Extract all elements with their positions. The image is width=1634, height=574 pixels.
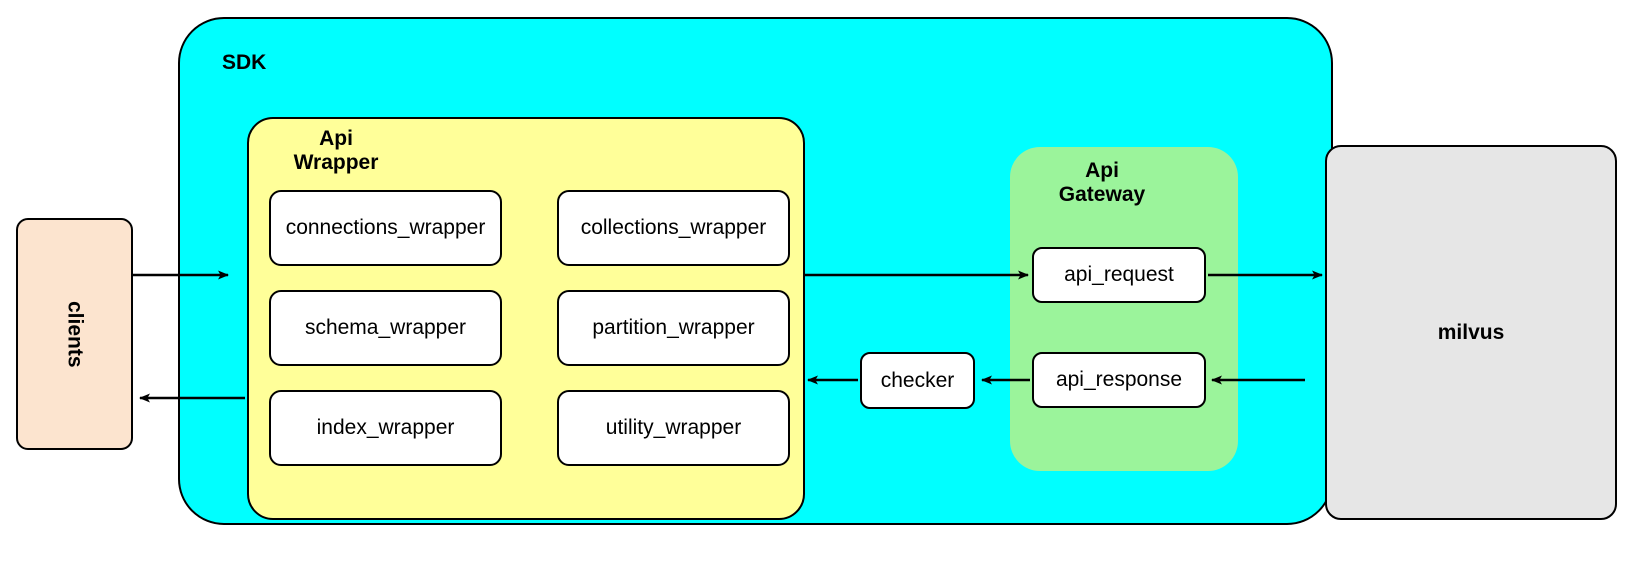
module-utility-wrapper[interactable]: utility_wrapper bbox=[557, 390, 790, 466]
sdk-title: SDK bbox=[222, 51, 267, 74]
api-wrapper-title-line1: Api bbox=[319, 127, 353, 150]
api-wrapper-title: Api Wrapper bbox=[261, 127, 411, 174]
module-connections-wrapper[interactable]: connections_wrapper bbox=[269, 190, 502, 266]
module-collections-wrapper[interactable]: collections_wrapper bbox=[557, 190, 790, 266]
api-request-node[interactable]: api_request bbox=[1032, 247, 1206, 303]
api-gateway-container[interactable]: Api Gateway api_request api_response bbox=[1010, 147, 1238, 471]
api-gateway-title-line2: Gateway bbox=[1058, 182, 1146, 206]
module-partition-wrapper[interactable]: partition_wrapper bbox=[557, 290, 790, 366]
checker-node[interactable]: checker bbox=[860, 352, 975, 409]
api-gateway-title-line1: Api bbox=[1085, 159, 1119, 182]
api-gateway-title: Api Gateway bbox=[1022, 159, 1182, 206]
clients-label-wrap: clients bbox=[18, 220, 131, 448]
clients-label: clients bbox=[63, 300, 87, 368]
api-wrapper-container[interactable]: Api Wrapper connections_wrapper collecti… bbox=[247, 117, 805, 520]
milvus-node[interactable]: milvus bbox=[1325, 145, 1617, 520]
module-index-wrapper[interactable]: index_wrapper bbox=[269, 390, 502, 466]
sdk-container[interactable]: SDK Api Wrapper connections_wrapper coll… bbox=[178, 17, 1333, 525]
clients-node[interactable]: clients bbox=[16, 218, 133, 450]
api-response-node[interactable]: api_response bbox=[1032, 352, 1206, 408]
module-schema-wrapper[interactable]: schema_wrapper bbox=[269, 290, 502, 366]
api-wrapper-title-line2: Wrapper bbox=[293, 150, 379, 174]
